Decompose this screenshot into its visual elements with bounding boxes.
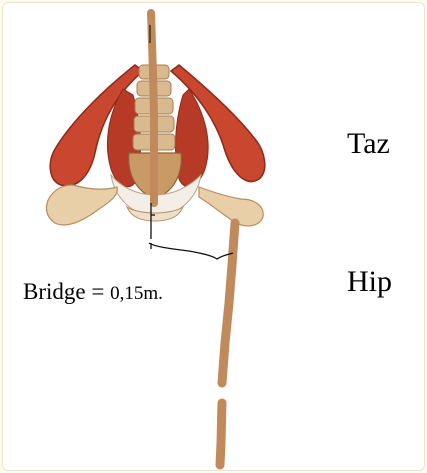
leg-axis-line <box>222 223 235 383</box>
bridge-value: 0,15m. <box>110 283 163 304</box>
leg-axis-line-lower <box>220 403 222 465</box>
right-hip-bone <box>199 187 263 226</box>
hip-label: Hip <box>347 265 392 299</box>
bridge-label: Bridge = 0,15m. <box>23 279 163 305</box>
bridge-label-prefix: Bridge = <box>23 279 110 304</box>
left-hip-bone <box>47 185 118 225</box>
body-axis-line <box>151 13 154 203</box>
taz-label: Taz <box>347 127 390 161</box>
pelvis-diagram <box>3 3 424 470</box>
